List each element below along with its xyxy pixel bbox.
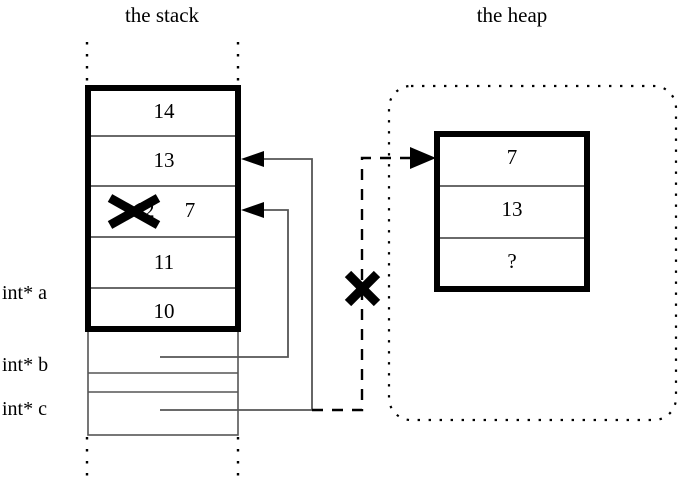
heap-allocated-block <box>434 131 590 292</box>
stack-cell-value-2-new: 7 <box>184 198 196 222</box>
heap-title: the heap <box>476 3 548 27</box>
pointer-b-path <box>160 209 289 358</box>
heap-cell-value-1: 13 <box>501 197 523 221</box>
stack-free-cells <box>87 328 239 436</box>
pointer-c-arrowhead <box>241 151 264 167</box>
variable-label-b: int* b <box>2 354 49 376</box>
old-value-x-cross-icon <box>107 194 161 229</box>
stale-heap-pointer <box>312 147 436 412</box>
stale-heap-pointer-path <box>312 156 424 412</box>
stack-title: the stack <box>124 3 200 27</box>
stale-heap-pointer-arrowhead <box>410 147 436 169</box>
pointer-b-arrow <box>160 202 289 358</box>
heap-region-outline <box>387 84 678 422</box>
variable-label-a: int* a <box>2 282 47 304</box>
stack-cell-value-1: 13 <box>153 148 175 172</box>
pointer-c-arrow <box>160 151 313 411</box>
stack-allocated-block <box>85 85 241 332</box>
stale-pointer-x-cross-icon <box>344 270 381 307</box>
variable-label-c: int* c <box>2 398 47 420</box>
stack-dotted-extent-bottom <box>85 437 240 484</box>
pointer-c-path <box>160 158 313 411</box>
stack-free-region <box>87 328 239 436</box>
heap-cell-value-2: ? <box>507 249 517 273</box>
stack-dotted-extent-top <box>85 42 240 88</box>
stack-cell-value-2-old: 12 <box>133 198 155 222</box>
stack-cell-value-0: 14 <box>153 99 175 123</box>
heap-cell-value-0: 7 <box>506 145 518 169</box>
heap-block-border <box>434 131 590 292</box>
stack-cell-value-3: 11 <box>153 250 175 274</box>
old-value-x-stroke-2 <box>107 194 161 229</box>
x-cross-stroke-2 <box>344 270 381 307</box>
pointer-b-arrowhead <box>241 202 264 218</box>
stack-cell-value-4: 10 <box>153 299 175 323</box>
